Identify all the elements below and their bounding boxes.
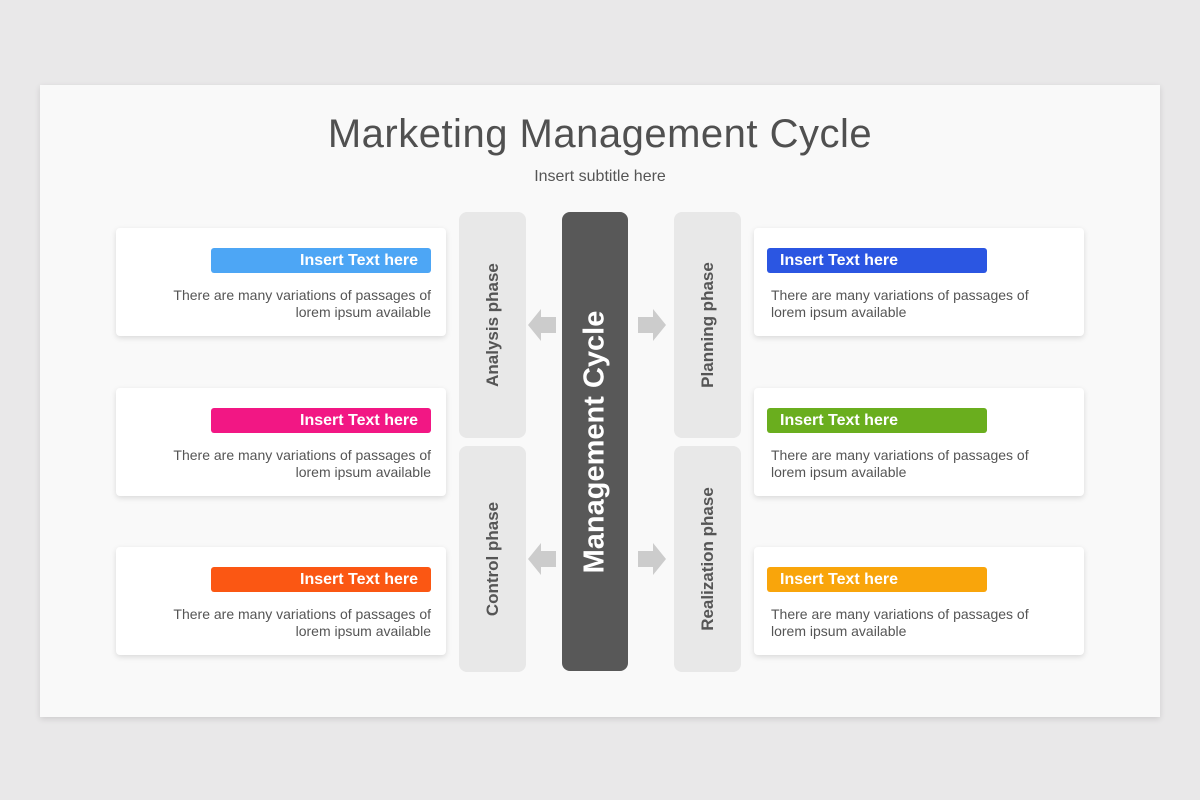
card-right-3: Insert Text here There are many variatio… [754, 547, 1084, 655]
card-description-line: There are many variations of passages of [771, 606, 1029, 622]
phase-planning-label: Planning phase [697, 262, 717, 388]
card-left-3: Insert Text here There are many variatio… [116, 547, 446, 655]
phase-analysis-label: Analysis phase [482, 263, 502, 387]
card-label: Insert Text here [211, 408, 431, 433]
card-description-line: There are many variations of passages of [771, 287, 1029, 303]
card-description: There are many variations of passages of… [141, 606, 431, 640]
phase-control-label: Control phase [482, 501, 502, 617]
center-bar: Management Cycle [562, 212, 628, 671]
page-title: Marketing Management Cycle [327, 112, 873, 156]
card-description: There are many variations of passages of… [141, 447, 431, 481]
card-description-line: lorem ipsum available [295, 304, 431, 320]
card-description-line: lorem ipsum available [771, 304, 907, 320]
card-description-line: lorem ipsum available [771, 464, 907, 480]
card-description-line: lorem ipsum available [295, 464, 431, 480]
phase-realization: Realization phase [674, 446, 741, 672]
arrow-right-icon [638, 309, 666, 341]
center-bar-label: Management Cycle [578, 310, 611, 573]
card-description: There are many variations of passages of… [771, 287, 1061, 321]
card-description-line: There are many variations of passages of [173, 447, 431, 463]
card-left-1: Insert Text here There are many variatio… [116, 228, 446, 336]
card-label: Insert Text here [211, 567, 431, 592]
arrow-left-icon [528, 309, 556, 341]
card-description: There are many variations of passages of… [771, 447, 1061, 481]
page-subtitle: Insert subtitle here [534, 168, 666, 185]
card-description: There are many variations of passages of… [141, 287, 431, 321]
card-right-2: Insert Text here There are many variatio… [754, 388, 1084, 496]
card-description-line: lorem ipsum available [771, 623, 907, 639]
phase-realization-label: Realization phase [697, 487, 717, 631]
phase-analysis: Analysis phase [459, 212, 526, 438]
arrow-left-icon [528, 543, 556, 575]
card-label: Insert Text here [211, 248, 431, 273]
card-description: There are many variations of passages of… [771, 606, 1061, 640]
phase-planning: Planning phase [674, 212, 741, 438]
card-description-line: There are many variations of passages of [173, 287, 431, 303]
card-label: Insert Text here [767, 408, 987, 433]
card-label: Insert Text here [767, 567, 987, 592]
phase-control: Control phase [459, 446, 526, 672]
card-description-line: There are many variations of passages of [173, 606, 431, 622]
card-left-2: Insert Text here There are many variatio… [116, 388, 446, 496]
card-description-line: lorem ipsum available [295, 623, 431, 639]
card-right-1: Insert Text here There are many variatio… [754, 228, 1084, 336]
card-label: Insert Text here [767, 248, 987, 273]
arrow-right-icon [638, 543, 666, 575]
card-description-line: There are many variations of passages of [771, 447, 1029, 463]
